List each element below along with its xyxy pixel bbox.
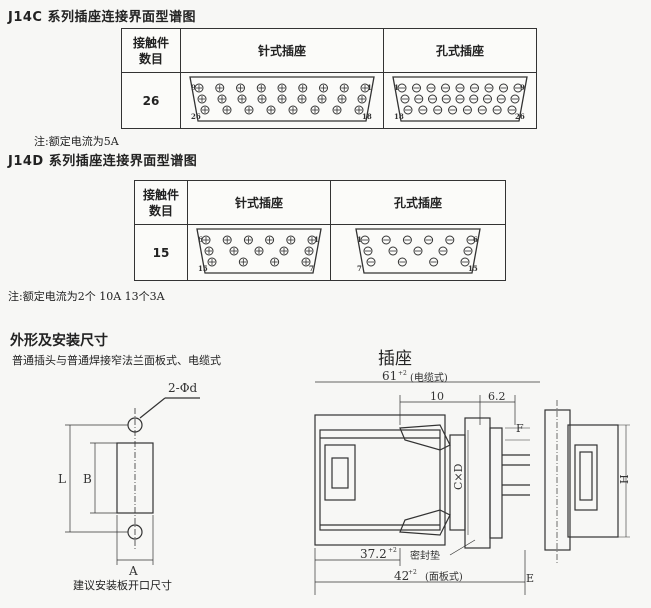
dim-42-tol: +2 bbox=[408, 569, 417, 576]
pin-number: 18 bbox=[362, 112, 372, 121]
contact-count: 26 bbox=[121, 72, 181, 129]
socket-outline-drawing: 61 +2 (电缆式) 10 6.2 F C×D H 37.2 +2 密封垫 4… bbox=[314, 370, 631, 595]
pin-number: 18 bbox=[394, 112, 404, 121]
j14d-note: 注:额定电流为2个 10A 13个3A bbox=[8, 290, 165, 303]
E-dim-label: E bbox=[526, 572, 534, 585]
pin-number: 6 bbox=[198, 235, 203, 244]
j14c-table: 接触件 数目 针式插座 孔式插座 26 9 1 26 18 1 9 18 26 bbox=[121, 28, 537, 129]
H-dim-label: H bbox=[618, 474, 631, 484]
j14c-note: 注:额定电流为5A bbox=[34, 135, 119, 148]
dim-37-2: 37.2 bbox=[360, 547, 387, 561]
gasket-label: 密封垫 bbox=[410, 549, 440, 562]
panel-caption: 建议安装板开口尺寸 bbox=[73, 579, 172, 592]
dim-42: 42 bbox=[394, 569, 409, 583]
pin-number: 1 bbox=[357, 235, 362, 244]
shell-outline bbox=[392, 76, 528, 122]
j14d-title: J14D 系列插座连接界面型谱图 bbox=[8, 154, 198, 169]
F-dim-label: F bbox=[516, 422, 524, 435]
pin-number: 6 bbox=[473, 235, 478, 244]
pin-number: 15 bbox=[198, 264, 208, 273]
pin-face-cell: 6 1 15 7 bbox=[187, 224, 331, 281]
pin-number: 15 bbox=[468, 264, 478, 273]
A-dim-label: A bbox=[128, 564, 138, 578]
socket-label: 插座 bbox=[378, 349, 412, 369]
pin-header: 针式插座 bbox=[180, 28, 384, 73]
pin-number: 26 bbox=[191, 112, 201, 121]
contacts-header: 接触件 数目 bbox=[121, 28, 181, 73]
pin-number: 1 bbox=[314, 235, 319, 244]
shell-outline bbox=[189, 76, 375, 122]
B-dim-label: B bbox=[83, 472, 92, 486]
pin-header: 针式插座 bbox=[187, 180, 331, 225]
socket-face-cell: 1 6 7 15 bbox=[330, 224, 506, 281]
CxD-dim-label: C×D bbox=[452, 463, 465, 490]
pin-number: 1 bbox=[367, 83, 372, 92]
pin-number: 7 bbox=[309, 264, 314, 273]
socket-face-cell: 1 9 18 26 bbox=[383, 72, 537, 129]
dim-61-note: (电缆式) bbox=[410, 371, 448, 384]
j14d-table: 接触件 数目 针式插座 孔式插座 15 6 1 15 7 1 6 7 15 bbox=[134, 180, 506, 281]
pin-number: 1 bbox=[394, 83, 399, 92]
pin-number: 7 bbox=[357, 264, 362, 273]
dim-61-tol: +2 bbox=[398, 370, 407, 377]
dim-42-note: (面板式) bbox=[425, 570, 463, 583]
outline-subheading: 普通插头与普通焊接窄法兰面板式、电缆式 bbox=[12, 354, 221, 367]
dim-6-2: 6.2 bbox=[488, 390, 506, 403]
dim-10: 10 bbox=[430, 390, 444, 403]
j14c-title: J14C 系列插座连接界面型谱图 bbox=[8, 10, 196, 25]
pin-face-cell: 9 1 26 18 bbox=[180, 72, 384, 129]
shell-outline bbox=[196, 228, 322, 274]
socket-header: 孔式插座 bbox=[383, 28, 537, 73]
outline-heading: 外形及安装尺寸 bbox=[10, 333, 108, 349]
hole-dim-label: 2-Φd bbox=[168, 381, 198, 395]
contacts-header: 接触件 数目 bbox=[134, 180, 188, 225]
socket-header: 孔式插座 bbox=[330, 180, 506, 225]
dim-37-2-tol: +2 bbox=[388, 547, 397, 554]
pin-number: 9 bbox=[520, 83, 525, 92]
contact-count: 15 bbox=[134, 224, 188, 281]
panel-cutout-drawing: 2-Φd L B A bbox=[58, 381, 200, 578]
pin-insert-diagram: 9 1 26 18 bbox=[189, 76, 375, 122]
socket-insert-diagram: 1 9 18 26 bbox=[392, 76, 528, 122]
socket-insert-diagram: 1 6 7 15 bbox=[355, 228, 481, 274]
dim-61: 61 bbox=[382, 370, 397, 383]
pin-number: 9 bbox=[191, 83, 196, 92]
pin-insert-diagram: 6 1 15 7 bbox=[196, 228, 322, 274]
shell-outline bbox=[355, 228, 481, 274]
L-dim-label: L bbox=[58, 472, 66, 486]
pin-number: 26 bbox=[515, 112, 525, 121]
